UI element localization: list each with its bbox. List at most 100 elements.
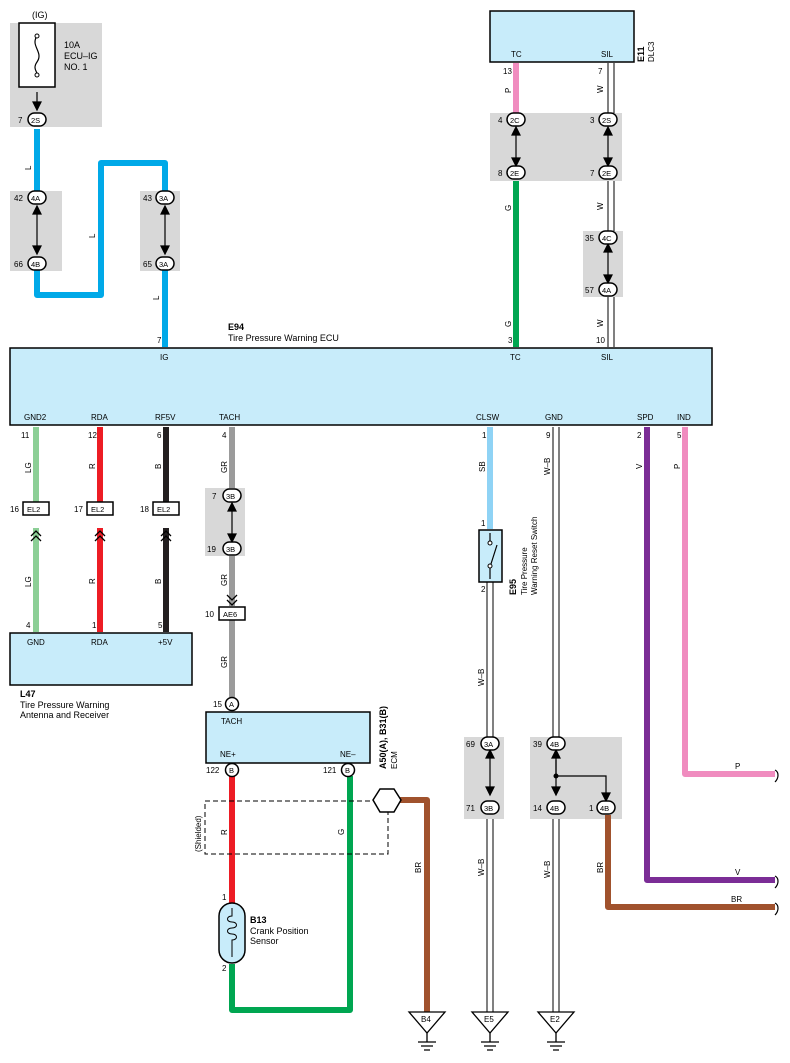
shield-outline: [204, 800, 389, 855]
wire-color-labels: L L L P W G G W W LG R B GR LG R B GR GR…: [24, 85, 742, 904]
svg-text:G: G: [337, 829, 346, 835]
ground-icons: [407, 1011, 576, 1051]
antenna-name-2: Antenna and Receiver: [20, 710, 109, 720]
conn-b-nep: B: [229, 766, 234, 775]
ecu-id: E94: [228, 322, 244, 332]
svg-text:1: 1: [589, 804, 594, 813]
svg-text:V: V: [635, 463, 644, 469]
ecm-box: [205, 711, 371, 764]
conn-4a-top: 4A: [31, 194, 40, 203]
ecu-pin-ig: IG: [160, 353, 168, 362]
svg-text:L: L: [152, 295, 161, 300]
antenna-pin-gnd: GND: [27, 638, 45, 647]
antenna-box: [9, 632, 193, 686]
shield-ground-icon: [372, 788, 402, 813]
svg-text:18: 18: [140, 505, 149, 514]
svg-text:1: 1: [222, 893, 227, 902]
dlc3-box: [489, 10, 635, 63]
svg-text:BR: BR: [731, 895, 742, 904]
pin-numbers: 7 42 66 43 65 7 13 7 4 8 3 7 35 57 3 10 …: [10, 67, 682, 973]
svg-text:P: P: [504, 88, 513, 93]
shielded-label: (Shielded): [194, 815, 203, 852]
ecu-pin-rf5v: RF5V: [155, 413, 176, 422]
svg-text:B: B: [154, 464, 163, 469]
ecu-pin-gnd2: GND2: [24, 413, 47, 422]
ecu-pin-sil: SIL: [601, 353, 614, 362]
svg-text:14: 14: [533, 804, 542, 813]
svg-text:W: W: [596, 319, 605, 327]
chevron-marks: [30, 530, 238, 606]
svg-text:BR: BR: [596, 862, 605, 873]
svg-text:4: 4: [222, 431, 227, 440]
conn-4b-br: 4B: [600, 804, 609, 813]
svg-text:69: 69: [466, 740, 475, 749]
svg-text:8: 8: [498, 169, 503, 178]
svg-text:39: 39: [533, 740, 542, 749]
svg-text:6: 6: [157, 431, 162, 440]
ecm-pin-tach: TACH: [221, 717, 242, 726]
conn-b-nen: B: [345, 766, 350, 775]
conn-a: A: [229, 700, 234, 709]
svg-text:65: 65: [143, 260, 152, 269]
conn-3a-top: 3A: [159, 194, 168, 203]
wires: [33, 63, 775, 1013]
svg-text:B: B: [154, 579, 163, 584]
ecm-id: A50(A), B31(B): [378, 706, 388, 769]
svg-text:W: W: [596, 85, 605, 93]
svg-text:7: 7: [18, 116, 23, 125]
svg-text:GR: GR: [220, 574, 229, 586]
svg-text:GR: GR: [220, 656, 229, 668]
svg-text:121: 121: [323, 766, 337, 775]
svg-text:R: R: [88, 578, 97, 584]
conn-3a-bottom: 3A: [159, 260, 168, 269]
svg-text:2: 2: [481, 585, 486, 594]
svg-text:10: 10: [205, 610, 214, 619]
connector-pills: [27, 112, 618, 815]
conn-2c: 2C: [510, 116, 520, 125]
svg-text:7: 7: [590, 169, 595, 178]
svg-text:42: 42: [14, 194, 23, 203]
crank-name-2: Sensor: [250, 936, 279, 946]
svg-text:66: 66: [14, 260, 23, 269]
svg-text:11: 11: [21, 431, 30, 440]
fuse-name: ECU–IG: [64, 51, 98, 61]
svg-text:LG: LG: [24, 462, 33, 473]
switch-name-2: Warning Reset Switch: [530, 517, 539, 595]
svg-text:9: 9: [546, 431, 551, 440]
ecu-pin-rda: RDA: [91, 413, 109, 422]
antenna-pin-rda: RDA: [91, 638, 109, 647]
svg-text:W: W: [596, 202, 605, 210]
ecu-name: Tire Pressure Warning ECU: [228, 333, 339, 343]
svg-text:13: 13: [503, 67, 512, 76]
conn-3b-top: 3B: [226, 492, 235, 501]
conn-ae6: AE6: [223, 610, 237, 619]
conn-el2-b: EL2: [157, 505, 170, 514]
crank-name-1: Crank Position: [250, 926, 309, 936]
svg-text:1: 1: [92, 621, 97, 630]
svg-text:R: R: [220, 829, 229, 835]
svg-text:35: 35: [585, 234, 594, 243]
svg-text:4: 4: [498, 116, 503, 125]
svg-text:SB: SB: [478, 461, 487, 472]
fuse-name-no: NO. 1: [64, 62, 88, 72]
svg-text:122: 122: [206, 766, 220, 775]
svg-text:5: 5: [677, 431, 682, 440]
conn-4a-right: 4A: [602, 286, 611, 295]
svg-text:R: R: [88, 463, 97, 469]
svg-text:P: P: [673, 464, 682, 469]
connector-squares: [22, 501, 246, 621]
ground-e2: E2: [550, 1015, 560, 1024]
ecu-pin-gnd: GND: [545, 413, 563, 422]
svg-text:BR: BR: [414, 862, 423, 873]
ecu-pin-spd: SPD: [637, 413, 654, 422]
ecm-name: ECM: [390, 751, 399, 769]
svg-text:3: 3: [590, 116, 595, 125]
crank-id: B13: [250, 915, 267, 925]
svg-text:P: P: [735, 762, 740, 771]
ecu-pin-tach: TACH: [219, 413, 240, 422]
ecu-pin-tc: TC: [510, 353, 521, 362]
svg-text:2: 2: [222, 964, 227, 973]
ecu-box: [9, 347, 713, 426]
continuation-marks: [774, 769, 779, 916]
